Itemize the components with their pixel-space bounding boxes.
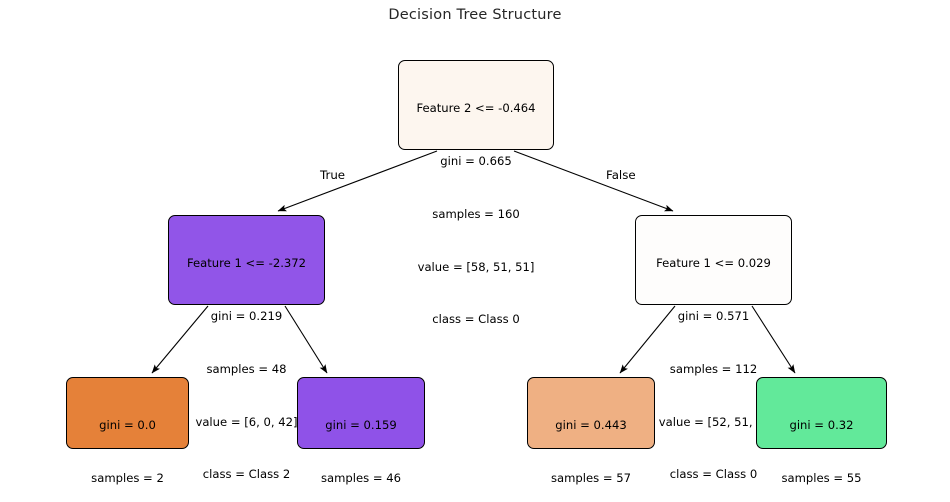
tree-node-root[interactable]: Feature 2 <= -0.464 gini = 0.665 samples… <box>398 60 554 326</box>
node-value: value = [58, 51, 51] <box>417 259 535 274</box>
node-samples: samples = 160 <box>432 206 520 221</box>
tree-leaf-2[interactable]: gini = 0.159 samples = 46 value = [4, 0,… <box>297 377 425 485</box>
tree-leaf-1[interactable]: gini = 0.0 samples = 2 value = [2, 0, 0]… <box>66 377 189 485</box>
node-condition: Feature 1 <= -2.372 <box>186 256 307 271</box>
node-gini: gini = 0.219 <box>210 308 283 323</box>
node-condition: Feature 1 <= 0.029 <box>656 256 771 271</box>
node-gini: gini = 0.571 <box>677 308 750 323</box>
node-samples: samples = 112 <box>669 361 758 376</box>
edge-label-true: True <box>320 168 346 182</box>
node-class: class = Class 0 <box>432 312 520 327</box>
node-samples: samples = 48 <box>206 361 287 376</box>
node-gini: gini = 0.0 <box>99 418 156 433</box>
node-gini: gini = 0.159 <box>325 418 397 433</box>
tree-node-right[interactable]: Feature 1 <= 0.029 gini = 0.571 samples … <box>635 215 792 481</box>
page-title: Decision Tree Structure <box>388 7 562 23</box>
tree-leaf-4[interactable]: gini = 0.32 samples = 55 value = [11, 44… <box>756 377 887 485</box>
node-class: class = Class 2 <box>202 467 291 482</box>
node-class: class = Class 0 <box>669 467 758 482</box>
node-samples: samples = 2 <box>91 470 164 485</box>
tree-leaf-3[interactable]: gini = 0.443 samples = 57 value = [41, 7… <box>527 377 655 485</box>
node-samples: samples = 55 <box>781 470 862 485</box>
node-gini: gini = 0.443 <box>555 418 627 433</box>
edge-label-false: False <box>606 168 636 182</box>
node-gini: gini = 0.32 <box>789 418 854 433</box>
node-gini: gini = 0.665 <box>440 153 512 168</box>
node-condition: Feature 2 <= -0.464 <box>416 101 536 116</box>
node-value: value = [6, 0, 42] <box>195 414 298 429</box>
tree-node-left[interactable]: Feature 1 <= -2.372 gini = 0.219 samples… <box>168 215 325 481</box>
node-samples: samples = 46 <box>320 470 402 485</box>
node-samples: samples = 57 <box>550 470 632 485</box>
